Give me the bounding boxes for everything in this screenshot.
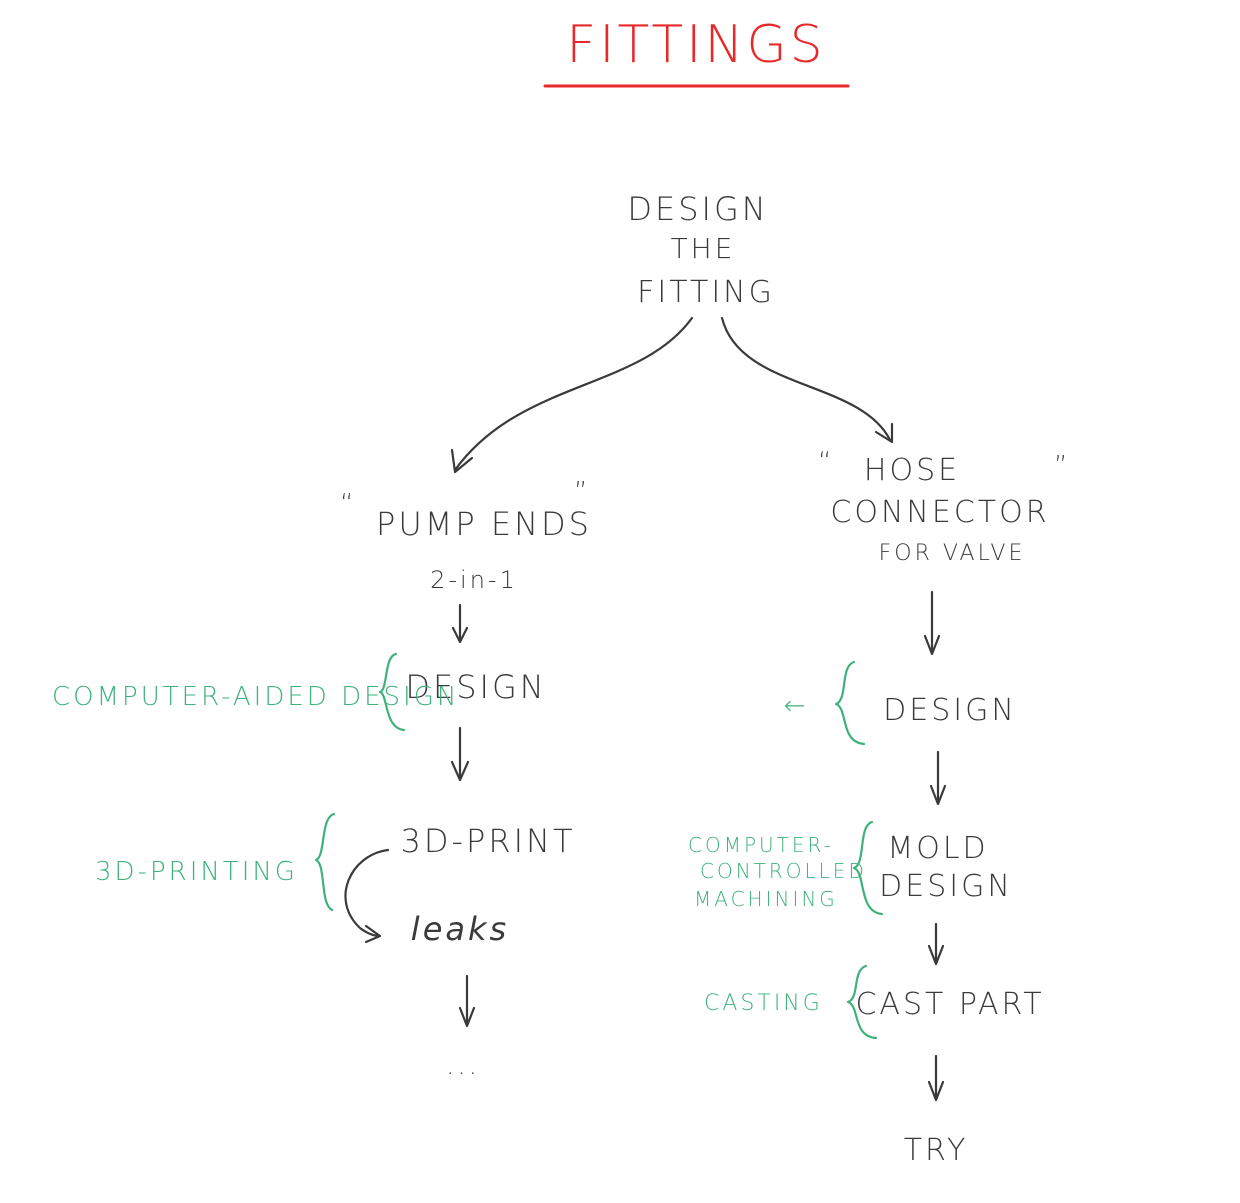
right-step-try: TRY	[904, 1133, 969, 1168]
right-arrow-3-head	[927, 944, 945, 966]
right-brace-design	[834, 660, 866, 746]
right-brace-casting	[846, 964, 878, 1040]
left-step-design: DESIGN	[405, 668, 546, 706]
right-brace-mold	[852, 820, 884, 916]
right-branch: “ HOSE ” CONNECTOR FOR VALVE DESIGN ← MO…	[688, 447, 1070, 1168]
right-label-cnc-2: CONTROLLED	[700, 859, 867, 883]
right-step-cast-part: CAST PART	[855, 987, 1044, 1022]
root-node: DESIGN THE FITTING	[627, 190, 775, 310]
root-line-2: THE	[671, 232, 736, 265]
right-branch-name-2: CONNECTOR	[830, 495, 1049, 530]
right-quote-open: “	[818, 447, 834, 477]
left-quote-close: ”	[574, 477, 590, 507]
branch-arrow-left	[453, 316, 694, 472]
branch-arrow-right	[720, 316, 892, 442]
left-step-ellipsis: ...	[446, 1051, 480, 1081]
left-branch: “ PUMP ENDS ” 2-in-1 DESIGN COMPUTER-AID…	[52, 477, 592, 1081]
branch-arrow-right-head	[874, 422, 894, 444]
right-arrow-2-head	[929, 784, 947, 806]
left-label-cad: COMPUTER-AIDED DESIGN	[52, 682, 459, 712]
branch-arrow-left-head	[450, 448, 474, 474]
left-step-3dprint: 3D-PRINT	[401, 822, 576, 860]
right-branch-name-1: HOSE	[864, 453, 960, 488]
left-brace-cad	[378, 652, 406, 732]
left-loop-arrow	[344, 848, 390, 938]
left-arrow-2-head	[450, 760, 470, 782]
right-step-design: DESIGN	[883, 693, 1017, 728]
left-arrow-3-head	[458, 1006, 476, 1028]
right-label-casting: CASTING	[704, 991, 823, 1016]
left-label-3dprinting: 3D-PRINTING	[95, 857, 298, 887]
left-branch-name: PUMP ENDS	[376, 505, 592, 543]
right-label-cnc-3: MACHINING	[694, 887, 838, 911]
left-arrow-1-head	[451, 626, 469, 644]
right-quote-close: ”	[1054, 451, 1070, 481]
right-arrow-1-head	[923, 634, 941, 656]
left-brace-3dprinting	[314, 812, 336, 912]
right-branch-subtitle: FOR VALVE	[879, 541, 1026, 566]
diagram-title: FITTINGS	[566, 15, 825, 75]
right-label-arrow: ←	[784, 691, 809, 721]
right-step-mold: MOLD	[887, 831, 988, 866]
left-loop-arrow-head	[364, 924, 382, 944]
right-label-cnc-1: COMPUTER-	[688, 833, 834, 857]
right-step-mold-design: DESIGN	[879, 869, 1013, 904]
left-quote-open: “	[340, 489, 356, 519]
root-line-1: DESIGN	[627, 190, 768, 228]
left-branch-subtitle: 2-in-1	[430, 566, 518, 594]
right-arrow-4-head	[927, 1080, 945, 1102]
root-line-3: FITTING	[637, 275, 775, 310]
left-step-leaks: leaks	[411, 910, 509, 948]
